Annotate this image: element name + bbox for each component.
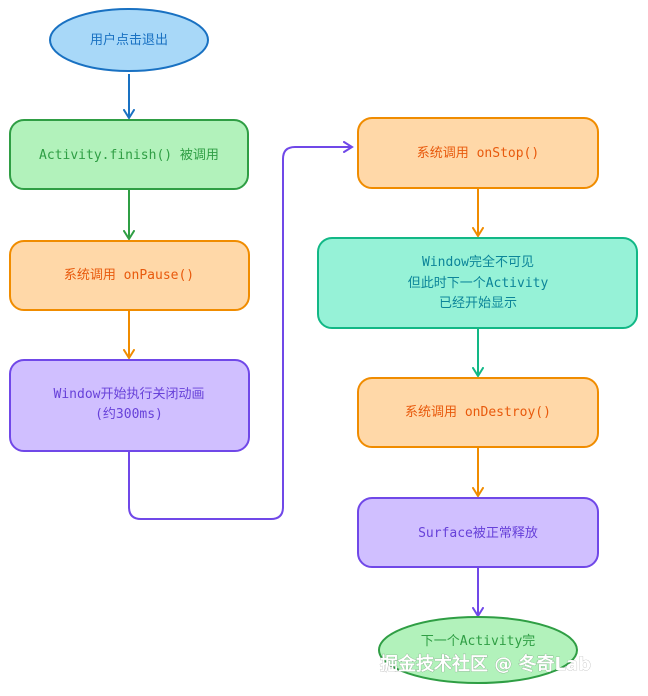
node-ondestroy-label: 系统调用 onDestroy() <box>405 405 551 420</box>
node-onstop-label: 系统调用 onStop() <box>417 146 539 161</box>
node-window-anim-line-1: Window开始执行关闭动画 <box>54 387 205 402</box>
watermark: 掘金技术社区 @ 冬奇Lab <box>380 653 591 675</box>
node-invisible-line-1: Window完全不可见 <box>422 254 534 270</box>
node-onpause: 系统调用 onPause() <box>9 240 250 311</box>
node-finish: Activity.finish() 被调用 <box>9 119 249 190</box>
node-end-label: 下一个Activity完 <box>421 634 536 649</box>
node-onpause-label: 系统调用 onPause() <box>64 268 194 283</box>
node-invisible-line-2: 但此时下一个Activity <box>408 276 549 291</box>
node-window-anim-line-2: (约300ms) <box>95 407 163 422</box>
connectors <box>123 74 484 618</box>
node-window-anim: Window开始执行关闭动画 (约300ms) <box>9 359 250 452</box>
node-finish-label: Activity.finish() 被调用 <box>39 148 219 163</box>
node-end: 下一个Activity完 <box>378 616 578 684</box>
node-invisible: Window完全不可见 但此时下一个Activity 已经开始显示 <box>317 237 638 329</box>
node-ondestroy: 系统调用 onDestroy() <box>357 377 599 448</box>
node-invisible-line-3: 已经开始显示 <box>439 296 517 311</box>
arrow-window-anim-to-onstop <box>128 141 354 520</box>
node-start: 用户点击退出 <box>49 8 209 72</box>
node-surface: Surface被正常释放 <box>357 497 599 568</box>
node-surface-label: Surface被正常释放 <box>418 526 538 541</box>
node-onstop: 系统调用 onStop() <box>357 117 599 189</box>
node-start-label: 用户点击退出 <box>90 32 168 48</box>
